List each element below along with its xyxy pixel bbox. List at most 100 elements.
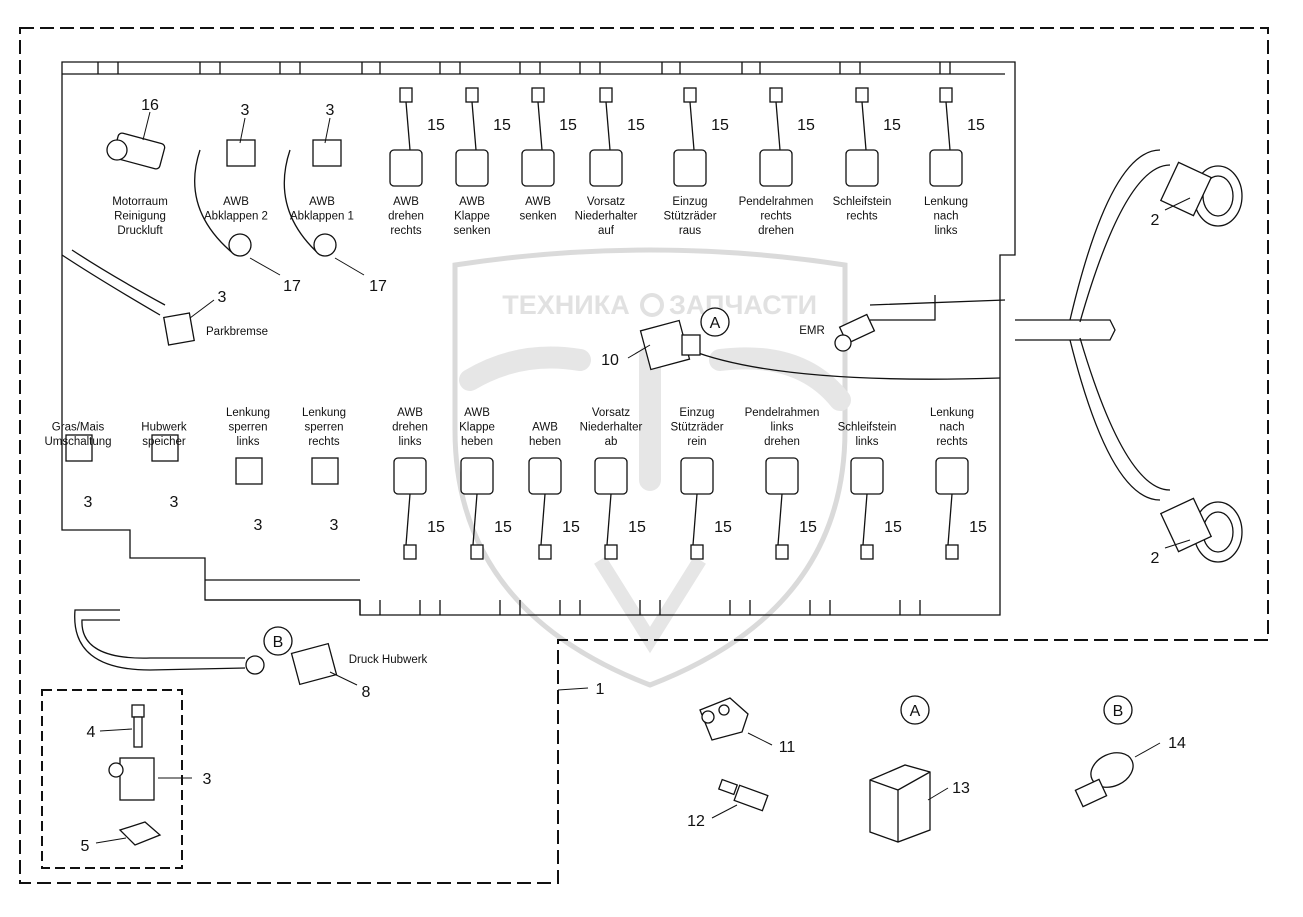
label-parkbremse: Parkbremse xyxy=(206,326,268,338)
callout-15-bottom-11: 15 xyxy=(969,519,987,536)
top-label-10-line-2: links xyxy=(934,225,957,237)
watermark-brand-left: ТЕХНИКА xyxy=(502,290,629,320)
top-label-4-line-0: AWB xyxy=(459,196,485,208)
part-12-fitting xyxy=(717,778,769,812)
callout-15-top-6: 15 xyxy=(627,117,645,134)
callout-3-parkbremse: 3 xyxy=(218,289,227,306)
bottom-label-2-line-0: Lenkung xyxy=(226,407,270,419)
top-label-5-line-1: senken xyxy=(519,211,556,223)
connector-15-top-9 xyxy=(845,87,879,187)
svg-text:A: A xyxy=(710,315,721,332)
bottom-label-1-line-0: Hubwerk xyxy=(141,422,187,434)
bottom-label-9-line-0: Pendelrahmen xyxy=(745,407,820,419)
top-label-4-line-2: senken xyxy=(453,225,490,237)
bottom-label-6-line-0: AWB xyxy=(532,422,558,434)
bottom-label-11-line-0: Lenkung xyxy=(930,407,974,419)
bottom-label-7-line-2: ab xyxy=(605,436,618,448)
label-emr: EMR xyxy=(799,325,825,337)
bottom-label-2-line-1: sperren xyxy=(229,422,268,434)
top-label-7-line-1: Stützräder xyxy=(663,211,716,223)
bottom-label-11-line-2: rechts xyxy=(936,436,968,448)
callout-3-awb2: 3 xyxy=(241,102,250,119)
view-marker-b-detail: B xyxy=(1103,695,1133,725)
bottom-label-1-line-1: speicher xyxy=(142,436,186,448)
part-14-sensor xyxy=(1074,752,1134,808)
part-4-screw xyxy=(131,704,145,748)
callout-15-bottom-9: 15 xyxy=(799,519,817,536)
connector-bottom-5 xyxy=(460,457,494,560)
connector-bottom-11 xyxy=(935,457,969,560)
connector-bottom-0 xyxy=(65,434,93,462)
callout-15-bottom-8: 15 xyxy=(714,519,732,536)
bottom-label-10-line-0: Schleifstein xyxy=(838,422,897,434)
connector-15-top-5 xyxy=(521,87,555,187)
view-marker-b-main: B xyxy=(263,626,293,656)
callout-11: 11 xyxy=(779,739,796,756)
svg-text:B: B xyxy=(1113,703,1124,720)
connector-15-top-7 xyxy=(673,87,707,187)
callout-15-bottom-6: 15 xyxy=(562,519,580,536)
connector-15-top-6 xyxy=(589,87,623,187)
callout-12: 12 xyxy=(687,813,705,830)
bottom-label-4-line-2: links xyxy=(398,436,421,448)
connector-bottom-1 xyxy=(151,434,179,462)
connector-bottom-10 xyxy=(850,457,884,560)
top-label-6-line-2: auf xyxy=(598,225,615,237)
connector-bottom-4 xyxy=(393,457,427,560)
callout-17b: 17 xyxy=(369,278,387,295)
top-labels: MotorraumReinigungDruckluftAWBAbklappen … xyxy=(112,196,968,237)
connector-emr xyxy=(834,313,876,352)
bottom-label-5-line-2: heben xyxy=(461,436,493,448)
top-label-9-line-1: rechts xyxy=(846,211,878,223)
watermark: ТЕХНИКА ЗАПЧАСТИ xyxy=(452,247,851,688)
bottom-label-8-line-0: Einzug xyxy=(679,407,714,419)
callout-15-bottom-7: 15 xyxy=(628,519,646,536)
bottom-label-3-line-1: sperren xyxy=(305,422,344,434)
bottom-label-5-line-1: Klappe xyxy=(459,422,495,434)
callout-15-bottom-10: 15 xyxy=(884,519,902,536)
top-label-4-line-1: Klappe xyxy=(454,211,490,223)
connector-3-awb2 xyxy=(194,139,256,257)
callout-3-awb1: 3 xyxy=(326,102,335,119)
bottom-label-0-line-1: Umschaltung xyxy=(44,436,111,448)
callout-15-top-5: 15 xyxy=(559,117,577,134)
callout-14: 14 xyxy=(1168,735,1186,752)
top-label-0-line-1: Reinigung xyxy=(114,211,166,223)
top-label-10-line-0: Lenkung xyxy=(924,196,968,208)
bottom-label-4-line-1: drehen xyxy=(392,422,428,434)
top-label-1-line-1: Abklappen 2 xyxy=(204,211,268,223)
svg-text:A: A xyxy=(910,703,921,720)
bottom-label-0-line-0: Gras/Mais xyxy=(52,422,105,434)
connector-bottom-7 xyxy=(594,457,628,560)
callout-15-bottom-5: 15 xyxy=(494,519,512,536)
callout-3-bottom-2: 3 xyxy=(254,517,263,534)
connector-3-awb1 xyxy=(283,139,342,257)
bottom-label-4-line-0: AWB xyxy=(397,407,423,419)
callout-3-detail: 3 xyxy=(203,771,212,788)
top-label-6-line-0: Vorsatz xyxy=(587,196,626,208)
top-label-9-line-0: Schleifstein xyxy=(833,196,892,208)
connector-2-top xyxy=(1159,161,1243,227)
part-3-connector xyxy=(108,757,155,801)
top-label-8-line-1: rechts xyxy=(760,211,792,223)
callout-4: 4 xyxy=(87,724,96,741)
bottom-label-3-line-0: Lenkung xyxy=(302,407,346,419)
top-label-10-line-1: nach xyxy=(934,211,959,223)
view-marker-a-detail: A xyxy=(900,695,930,725)
callout-13: 13 xyxy=(952,780,970,797)
connector-bottom-6 xyxy=(528,457,562,560)
callout-3-bottom-3: 3 xyxy=(330,517,339,534)
top-label-6-line-1: Niederhalter xyxy=(575,211,638,223)
connector-bottom-3 xyxy=(311,457,339,485)
bottom-label-5-line-0: AWB xyxy=(464,407,490,419)
callout-15-bottom-4: 15 xyxy=(427,519,445,536)
top-label-3-line-0: AWB xyxy=(393,196,419,208)
connector-2-bottom xyxy=(1159,497,1243,563)
connector-10 xyxy=(639,319,701,371)
callout-3-bottom-1: 3 xyxy=(170,494,179,511)
top-label-3-line-1: drehen xyxy=(388,211,424,223)
callout-8: 8 xyxy=(362,684,371,701)
svg-text:B: B xyxy=(273,634,284,651)
